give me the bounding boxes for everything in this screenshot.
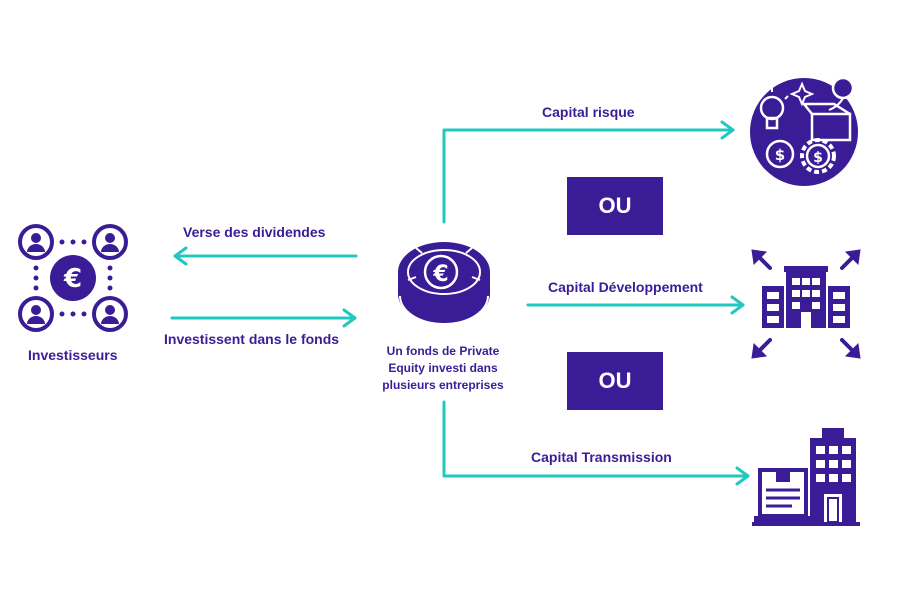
capital-risque-arrow (442, 128, 735, 224)
investors-label: Investisseurs (28, 347, 118, 363)
dividends-label: Verse des dividendes (183, 224, 326, 240)
euro-coin-stack-icon: € (398, 242, 490, 325)
invest-label: Investissent dans le fonds (164, 331, 340, 347)
svg-text:€: € (432, 262, 448, 287)
svg-text:$: $ (813, 150, 823, 166)
capital-risque-label: Capital risque (542, 104, 635, 120)
capital-developpement-label: Capital Développement (548, 279, 703, 295)
investors-euro-network-icon: € (18, 224, 128, 332)
svg-text:€: € (63, 264, 82, 294)
capital-transmission-arrow (442, 400, 750, 478)
fund-caption: Un fonds de Private Equity investi dans … (382, 344, 504, 392)
business-transfer-icon (752, 428, 860, 526)
svg-text:$: $ (775, 146, 785, 164)
startup-innovation-icon: $ $ (750, 76, 858, 186)
company-growth-icon (751, 249, 861, 359)
ou-separator-2: OU (567, 352, 663, 410)
capital-transmission-label: Capital Transmission (531, 449, 672, 465)
ou-separator-1: OU (567, 177, 663, 235)
